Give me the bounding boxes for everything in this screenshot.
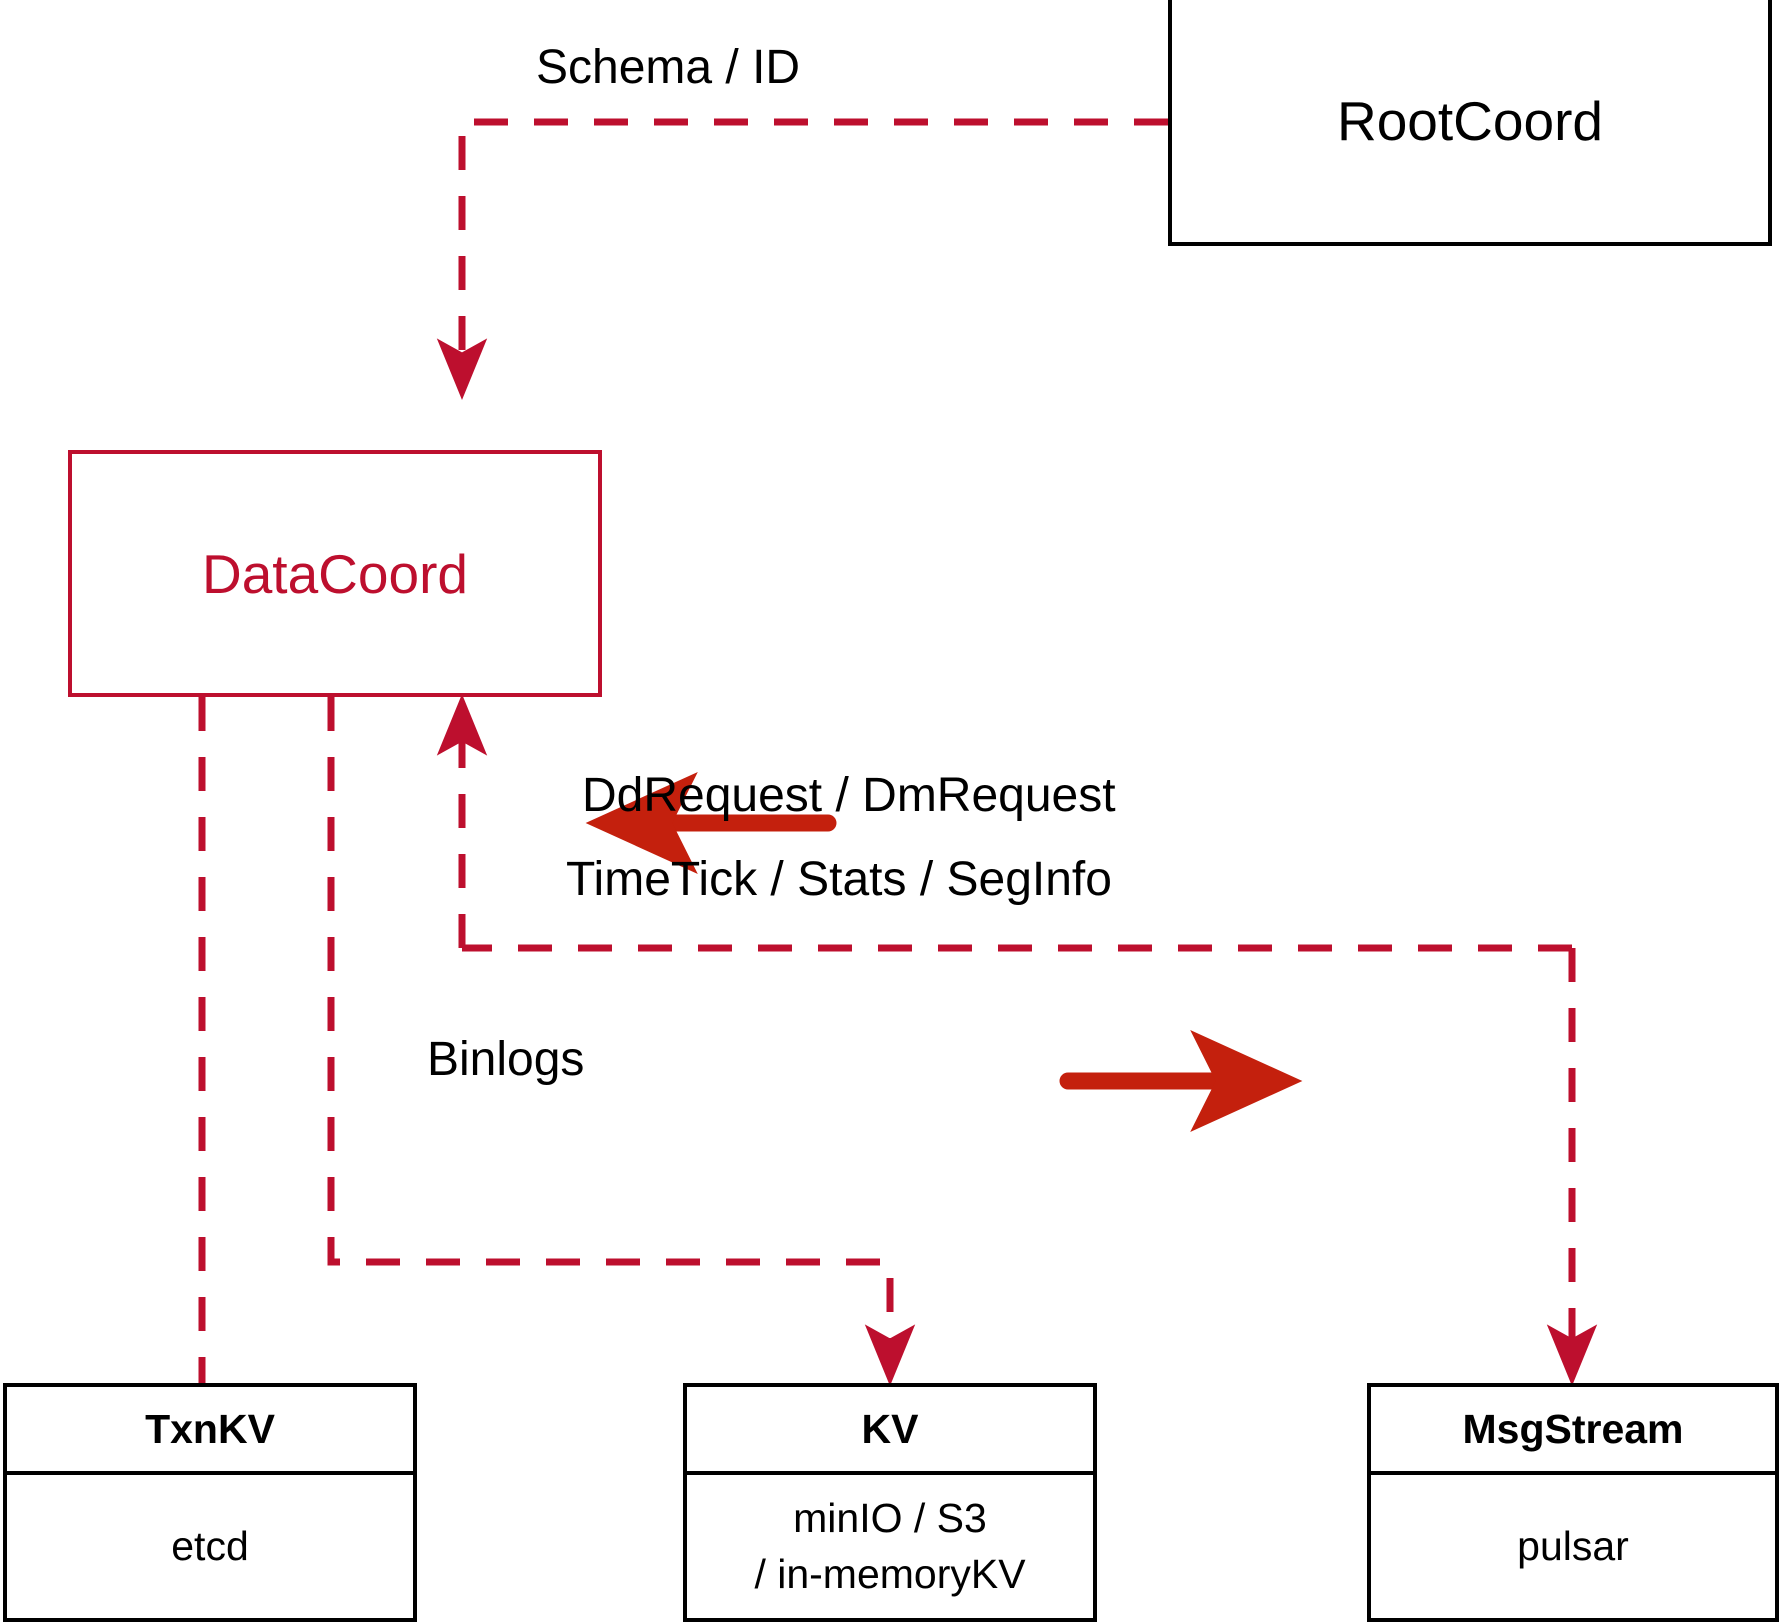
node-kv-body-line-2: / in-memoryKV <box>754 1550 1026 1597</box>
node-txn-kv-body: etcd <box>7 1475 413 1618</box>
node-root-coord[interactable]: RootCoord <box>1168 0 1772 246</box>
node-kv-body: minIO / S3 / in-memoryKV <box>687 1475 1093 1618</box>
edge-label-timetick-stats-seginfo: TimeTick / Stats / SegInfo <box>566 853 1112 906</box>
edge-label-schema-id: Schema / ID <box>536 41 801 94</box>
node-root-coord-label: RootCoord <box>1337 90 1603 152</box>
node-data-coord-label: DataCoord <box>202 542 468 605</box>
node-msg-stream-title: MsgStream <box>1371 1387 1775 1475</box>
node-msg-stream[interactable]: MsgStream pulsar <box>1367 1383 1779 1622</box>
node-kv-body-line-1: minIO / S3 <box>793 1495 987 1542</box>
node-txn-kv-body-line-1: etcd <box>171 1522 249 1569</box>
node-msg-stream-body-line-1: pulsar <box>1517 1522 1629 1569</box>
edge-label-dd-dm-request: DdRequest / DmRequest <box>582 769 1116 822</box>
edge-schema-id <box>436 118 1168 400</box>
edge-label-binlogs: Binlogs <box>427 1033 585 1086</box>
node-kv[interactable]: KV minIO / S3 / in-memoryKV <box>683 1383 1097 1622</box>
edge-dd-dm-request <box>436 694 1572 952</box>
node-msg-stream-body: pulsar <box>1371 1475 1775 1618</box>
node-kv-title: KV <box>687 1387 1093 1475</box>
node-txn-kv-title: TxnKV <box>7 1387 413 1475</box>
edge-timetick-stats-seginfo <box>1059 948 1598 1386</box>
node-data-coord[interactable]: DataCoord <box>68 450 602 697</box>
node-txn-kv[interactable]: TxnKV etcd <box>3 1383 417 1622</box>
edge-binlogs <box>327 697 916 1386</box>
